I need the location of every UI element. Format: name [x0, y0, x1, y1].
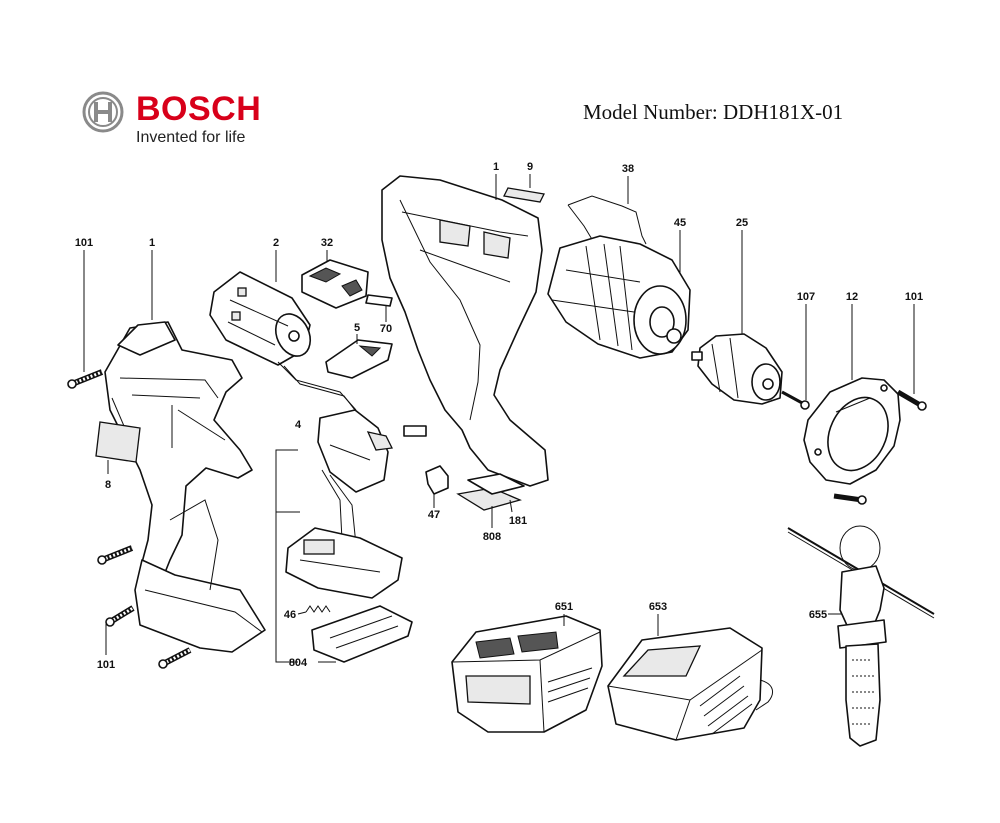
contact-plate-804-part [311, 605, 413, 663]
callout-804: 804 [289, 657, 308, 669]
callout-655: 655 [809, 609, 827, 621]
callout-101-right: 101 [905, 291, 923, 303]
callout-5: 5 [354, 322, 360, 334]
screw-101-left-b-part [105, 605, 135, 627]
leader-lines [83, 174, 915, 663]
callout-8: 8 [105, 479, 111, 491]
charger-part [607, 627, 773, 741]
ring-12-part [803, 377, 901, 485]
screw-101-right-b-part [833, 493, 867, 505]
callout-1-right: 1 [493, 161, 499, 173]
model-number-value: DDH181X-01 [722, 100, 844, 124]
pad-5-part [325, 339, 393, 379]
callout-9: 9 [527, 161, 533, 173]
callout-808: 808 [483, 531, 501, 543]
callout-25: 25 [736, 217, 748, 229]
screw-101-left-a-part [97, 545, 134, 565]
label-8-part [95, 421, 141, 463]
callout-70: 70 [380, 323, 392, 335]
brush-holder-part [301, 259, 369, 309]
screw-101-right-a-part [896, 389, 927, 411]
side-handle-part [787, 525, 935, 747]
brand-tagline: Invented for life [136, 129, 246, 146]
motor-part [209, 271, 312, 366]
right-housing-part [381, 175, 549, 487]
bosch-logo: BOSCH Invented for life [80, 88, 262, 152]
callout-45: 45 [674, 217, 686, 229]
model-number-label: Model Number: [583, 100, 718, 124]
callout-101-bottom-left: 101 [97, 659, 115, 671]
bosch-armature-icon [82, 91, 124, 133]
brand-name: BOSCH [136, 90, 262, 128]
callout-181: 181 [509, 515, 527, 527]
pad-47-part [425, 465, 449, 495]
battery-pack-part [451, 615, 603, 733]
label-808-181-part [456, 473, 525, 511]
screw-101-top-left-part [67, 369, 104, 389]
callout-46: 46 [284, 609, 296, 621]
left-housing-part [104, 321, 266, 653]
callout-2: 2 [273, 237, 279, 249]
callout-651: 651 [555, 601, 573, 613]
chuck-part [691, 333, 783, 405]
screw-101-left-c-part [158, 647, 192, 669]
callout-101-top-left: 101 [75, 237, 93, 249]
callout-1-left: 1 [149, 237, 155, 249]
clip-70-part [365, 294, 393, 307]
spring-46-part [305, 605, 331, 613]
callout-47: 47 [428, 509, 440, 521]
callout-32: 32 [321, 237, 333, 249]
callout-12: 12 [846, 291, 858, 303]
callout-38: 38 [622, 163, 634, 175]
plate-9-part [503, 187, 545, 203]
callout-653: 653 [649, 601, 667, 613]
gearbox-part [547, 235, 691, 359]
switch-part [285, 409, 403, 599]
screw-107-part [781, 390, 810, 410]
callout-labels: 101 1 8 101 2 32 70 5 4 46 804 1 9 47 80… [75, 161, 923, 671]
callout-4: 4 [295, 419, 302, 431]
callout-107: 107 [797, 291, 815, 303]
model-number-line: Model Number: DDH181X-01 [583, 100, 843, 125]
